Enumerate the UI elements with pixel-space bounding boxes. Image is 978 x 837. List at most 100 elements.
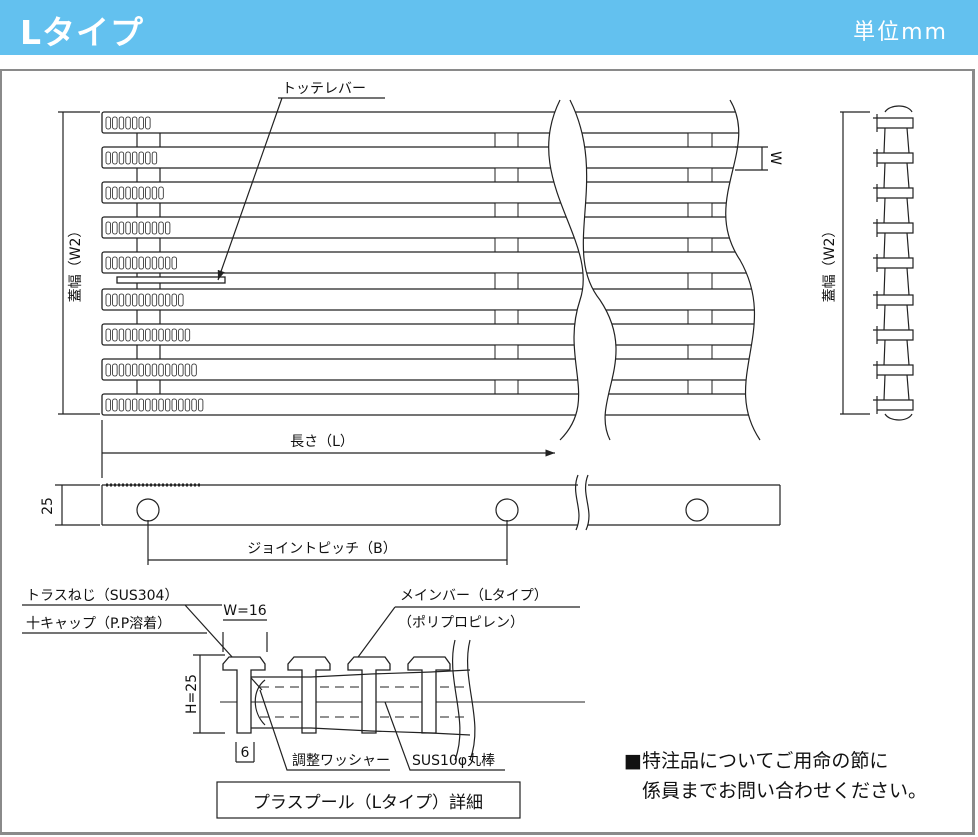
length-dimension bbox=[101, 420, 555, 478]
slot-mark bbox=[125, 221, 131, 235]
screw-label-1: トラスねじ（SUS304） bbox=[26, 588, 178, 604]
main-bar bbox=[570, 181, 760, 204]
slot-mark bbox=[125, 398, 131, 412]
connector-line bbox=[136, 203, 161, 217]
slot-mark bbox=[125, 186, 131, 200]
rod-label: SUS10φ丸棒 bbox=[412, 753, 495, 769]
washer-profile bbox=[883, 162, 910, 189]
right-break-line bbox=[725, 99, 761, 441]
spacer bbox=[687, 202, 713, 218]
w-label: W bbox=[767, 151, 783, 165]
spacer bbox=[494, 344, 519, 360]
slot-mark bbox=[171, 293, 177, 307]
end-view bbox=[840, 105, 914, 421]
slot-mark bbox=[178, 363, 184, 377]
slot-mark bbox=[118, 221, 125, 235]
spacer bbox=[687, 237, 713, 253]
main-bar bbox=[101, 216, 584, 239]
six-label: 6 bbox=[241, 745, 250, 761]
bar-profile bbox=[873, 361, 914, 379]
main-bar-label-1: メインバー（Lタイプ） bbox=[400, 588, 548, 604]
spacer bbox=[687, 132, 713, 148]
slot-mark bbox=[158, 398, 164, 412]
slot-mark bbox=[151, 221, 158, 235]
joint-circle bbox=[495, 498, 519, 522]
slot-mark bbox=[164, 293, 171, 307]
slot-mark bbox=[105, 221, 111, 235]
slot-mark bbox=[131, 151, 138, 165]
slot-mark bbox=[151, 398, 158, 412]
main-bar-tee bbox=[287, 656, 331, 734]
slot-mark bbox=[151, 186, 158, 200]
slot-mark bbox=[145, 293, 151, 307]
spacer bbox=[494, 237, 519, 253]
slot-mark bbox=[164, 221, 171, 235]
note-line-2: 係員までお問い合わせください。 bbox=[642, 780, 927, 802]
slot-mark bbox=[112, 221, 118, 235]
main-bar bbox=[101, 181, 584, 204]
slot-mark bbox=[105, 116, 111, 130]
slot-mark bbox=[105, 186, 111, 200]
slot-mark bbox=[184, 363, 191, 377]
slot-mark bbox=[171, 256, 177, 270]
slot-mark bbox=[131, 398, 138, 412]
washer-profile bbox=[883, 127, 910, 154]
slot-mark bbox=[178, 328, 184, 342]
spacer bbox=[494, 132, 519, 148]
slot-mark bbox=[118, 293, 125, 307]
slot-mark bbox=[118, 256, 125, 270]
main-bar bbox=[570, 111, 760, 134]
slot-mark bbox=[131, 186, 138, 200]
slot-mark bbox=[171, 363, 177, 377]
slot-mark bbox=[178, 398, 184, 412]
slot-mark bbox=[178, 293, 184, 307]
washer-profile bbox=[883, 374, 910, 401]
slot-mark bbox=[131, 256, 138, 270]
note-line-1: ■特注品についてご用命の節に bbox=[624, 750, 888, 772]
slot-mark bbox=[138, 116, 144, 130]
slot-mark bbox=[158, 221, 164, 235]
slot-mark bbox=[131, 221, 138, 235]
screw-label-2: 十キャップ（P.P溶着） bbox=[26, 616, 171, 632]
slot-mark bbox=[158, 293, 164, 307]
bar-profile bbox=[873, 291, 914, 309]
unit-label: 単位mm bbox=[853, 20, 948, 45]
main-bar bbox=[570, 216, 760, 239]
spacer bbox=[687, 379, 713, 395]
slot-mark bbox=[118, 398, 125, 412]
main-bar-tee bbox=[347, 656, 391, 734]
main-bar-label-2: （ポリプロピレン） bbox=[398, 615, 524, 631]
slot-mark bbox=[105, 328, 111, 342]
slot-mark bbox=[131, 363, 138, 377]
slot-mark bbox=[138, 293, 144, 307]
slot-mark bbox=[145, 221, 151, 235]
washer-profile bbox=[883, 197, 910, 224]
slot-mark bbox=[191, 398, 197, 412]
spacer bbox=[494, 379, 519, 395]
slot-mark bbox=[125, 151, 131, 165]
slot-mark bbox=[151, 293, 158, 307]
washer-label: 調整ワッシャー bbox=[292, 753, 390, 769]
spacer bbox=[687, 344, 713, 360]
slot-mark bbox=[112, 398, 118, 412]
main-bar-tee bbox=[407, 656, 451, 734]
slot-mark bbox=[145, 186, 151, 200]
side-view bbox=[55, 474, 781, 565]
slot-mark bbox=[158, 328, 164, 342]
slot-mark bbox=[138, 398, 144, 412]
connector-line bbox=[136, 238, 161, 252]
slot-mark bbox=[151, 151, 158, 165]
detail-caption: プラスプール（Lタイプ）詳細 bbox=[253, 793, 483, 813]
slot-mark bbox=[145, 116, 151, 130]
slot-mark bbox=[105, 363, 111, 377]
end-w2-label: 蓋幅（W2） bbox=[822, 224, 838, 303]
slot-mark bbox=[138, 186, 144, 200]
totte-bar bbox=[116, 276, 226, 284]
slot-mark bbox=[125, 256, 131, 270]
plan-view bbox=[101, 99, 761, 441]
slot-mark bbox=[131, 328, 138, 342]
slot-mark bbox=[145, 151, 151, 165]
joint-circle bbox=[685, 498, 709, 522]
main-bar bbox=[101, 251, 584, 274]
main-bar bbox=[101, 288, 584, 311]
